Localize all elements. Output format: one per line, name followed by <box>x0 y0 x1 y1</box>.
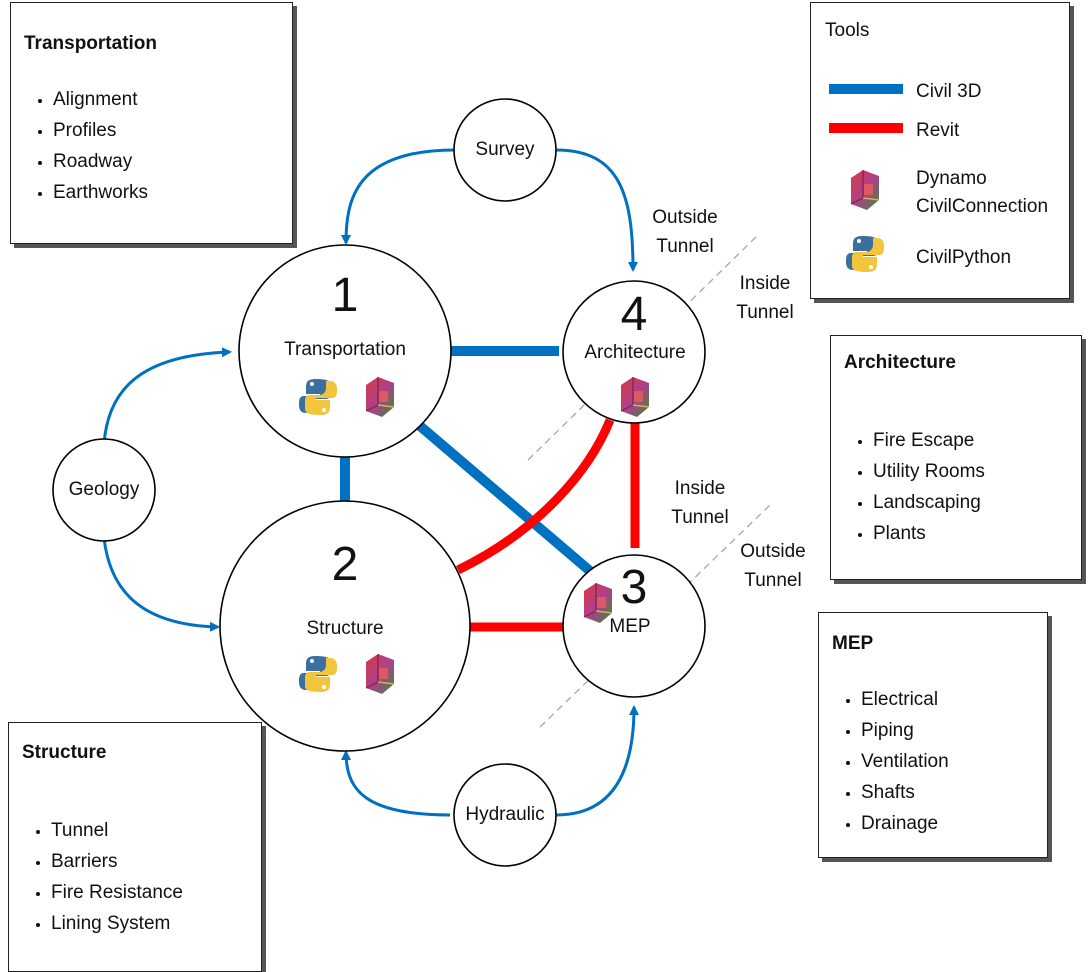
arrow-geology-structure <box>102 537 220 632</box>
zone-line: Inside <box>739 273 791 294</box>
zone-line: Tunnel <box>671 507 729 528</box>
node-geology-label: Geology <box>68 479 140 500</box>
list-item: Ventilation <box>861 746 949 777</box>
mep-box: MEP Electrical Piping Ventilation Shafts… <box>818 612 1048 858</box>
zone-line: Tunnel <box>744 570 802 591</box>
node-transportation-label: Transportation <box>284 339 406 360</box>
node-structure <box>219 500 471 752</box>
arrow-hydraulic-structure <box>341 750 451 817</box>
transportation-box-title: Transportation <box>24 33 158 54</box>
zone-outside-tunnel-mid: Outside Tunnel <box>728 537 818 595</box>
arrow-survey-architecture <box>555 148 638 272</box>
list-item: Fire Escape <box>873 425 985 456</box>
mep-box-title: MEP <box>832 633 874 654</box>
link-transportation-mep <box>416 422 594 575</box>
list-item: Utility Rooms <box>873 456 985 487</box>
list-item: Drainage <box>861 808 949 839</box>
legend-revit-label: Revit <box>916 120 960 141</box>
node-geology <box>52 438 156 542</box>
node-hydraulic-label: Hydraulic <box>465 804 545 825</box>
architecture-list: Fire Escape Utility Rooms Landscaping Pl… <box>831 425 985 549</box>
list-item: Piping <box>861 715 949 746</box>
arrow-hydraulic-mep <box>555 705 639 817</box>
architecture-box-title: Architecture <box>844 352 956 373</box>
zone-line: Tunnel <box>736 302 794 323</box>
transportation-list: Alignment Profiles Roadway Earthworks <box>11 84 148 208</box>
arrow-survey-transportation <box>341 148 456 245</box>
list-item: Barriers <box>51 846 183 877</box>
list-item: Landscaping <box>873 487 985 518</box>
legend-civilpython-label: CivilPython <box>916 247 1012 268</box>
structure-box: Structure Tunnel Barriers Fire Resistanc… <box>8 722 262 972</box>
zone-inside-tunnel-mid: Inside Tunnel <box>655 474 745 532</box>
zone-outside-tunnel-top: Outside Tunnel <box>640 203 730 261</box>
node-hydraulic <box>453 763 557 867</box>
link-structure-architecture <box>456 418 615 575</box>
node-mep-label: MEP <box>609 616 651 637</box>
list-item: Tunnel <box>51 815 183 846</box>
list-item: Roadway <box>53 146 148 177</box>
mep-list: Electrical Piping Ventilation Shafts Dra… <box>819 684 949 839</box>
node-structure-number: 2 <box>331 538 359 591</box>
node-transportation-number: 1 <box>331 269 359 322</box>
node-architecture-number: 4 <box>620 288 648 341</box>
node-mep-number: 3 <box>620 561 648 614</box>
zone-line: Tunnel <box>656 236 714 257</box>
node-survey-label: Survey <box>475 139 535 160</box>
list-item: Electrical <box>861 684 949 715</box>
node-structure-label: Structure <box>306 618 384 639</box>
list-item: Fire Resistance <box>51 877 183 908</box>
list-item: Profiles <box>53 115 148 146</box>
list-item: Earthworks <box>53 177 148 208</box>
transportation-box: Transportation Alignment Profiles Roadwa… <box>10 2 293 244</box>
legend-civil3d-label: Civil 3D <box>916 81 982 102</box>
list-item: Shafts <box>861 777 949 808</box>
list-item: Alignment <box>53 84 148 115</box>
tools-legend: Tools Civil 3D Revit Dynamo CivilConnect… <box>810 2 1070 299</box>
legend-dynamo-line1: Dynamo <box>916 168 987 189</box>
legend-dynamo-line2: CivilConnection <box>916 196 1049 217</box>
architecture-box: Architecture Fire Escape Utility Rooms L… <box>830 335 1082 580</box>
node-transportation <box>238 244 452 458</box>
zone-inside-tunnel-top: Inside Tunnel <box>720 269 810 327</box>
node-architecture <box>562 280 706 424</box>
list-item: Lining System <box>51 908 183 939</box>
zone-line: Outside <box>740 541 806 562</box>
structure-list: Tunnel Barriers Fire Resistance Lining S… <box>9 815 183 939</box>
zone-line: Outside <box>652 207 718 228</box>
list-item: Plants <box>873 518 985 549</box>
arrow-geology-transportation <box>102 347 232 445</box>
node-survey <box>453 98 557 202</box>
node-architecture-label: Architecture <box>584 342 686 363</box>
zone-line: Inside <box>674 478 726 499</box>
legend-dynamo-label: Dynamo CivilConnection <box>916 165 1048 221</box>
structure-box-title: Structure <box>22 742 107 763</box>
tools-legend-title: Tools <box>825 20 870 41</box>
